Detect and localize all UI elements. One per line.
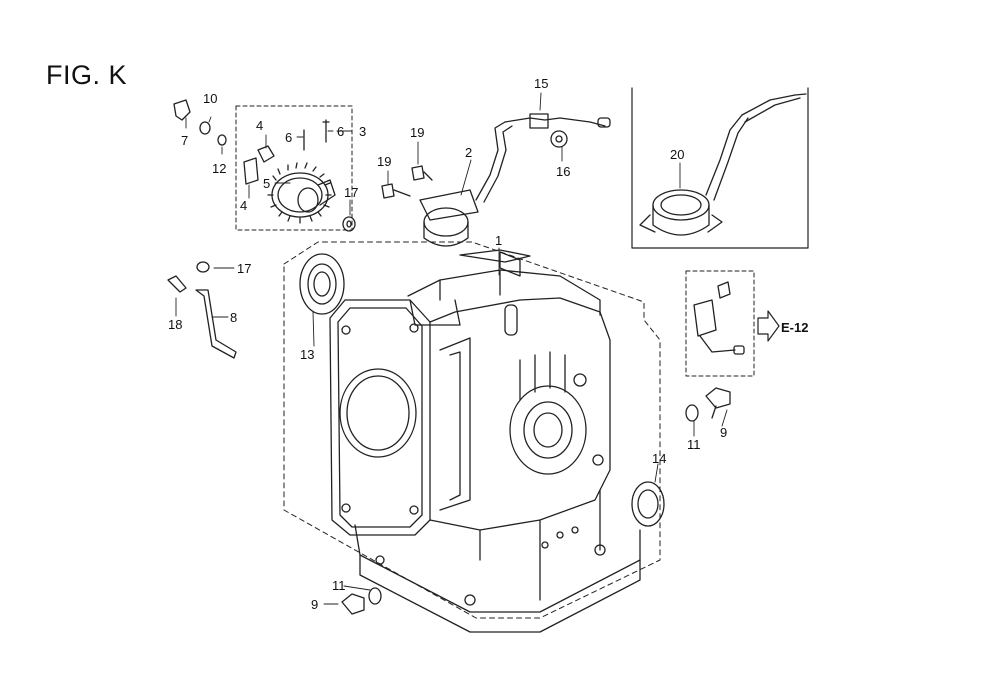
e12-arrow-icon [757,310,780,342]
callout-10: 10 [203,91,218,106]
callout-17-lower: 17 [237,261,252,276]
callout-14: 14 [652,451,667,466]
callout-4-upper: 4 [256,118,264,133]
callout-5: 5 [263,176,271,191]
crankcase-group-outline [283,241,661,619]
oil-level-switch [419,113,611,247]
callout-12: 12 [212,161,227,176]
figure-title: FIG. K [46,60,128,90]
washer-10 [199,121,211,135]
nut-16 [550,130,568,148]
oil-alert-unit [693,281,745,355]
bolt-19-right [411,165,433,181]
pin-right [322,119,330,143]
oil-seal-13 [299,253,345,315]
callout-7: 7 [181,133,189,148]
callout-18: 18 [168,317,183,332]
governor-gear [267,162,336,224]
washer-11-right [685,404,699,422]
callout-15: 15 [534,76,549,91]
alt-oil-switch [639,93,807,236]
washer-17-lower [196,261,210,273]
oil-seal-14 [631,481,665,527]
callout-8: 8 [230,310,238,325]
crankcase-body [329,249,641,633]
drain-bolt-9-right [705,387,731,419]
bolt-19-left [381,183,411,199]
callout-9-lower: 9 [311,597,319,612]
callout-11-right: 11 [687,437,701,452]
drain-bolt-9-lower [341,593,365,615]
oil-alert-group-box [685,270,755,377]
callout-3: 3 [359,124,367,139]
washer-17-upper [342,216,356,232]
governor-weight-upper [257,145,275,163]
callout-20: 20 [670,147,685,162]
callout-6-right: 6 [337,124,345,139]
callout-13: 13 [300,347,315,362]
callout-6-left: 6 [285,130,293,145]
callout-16: 16 [556,164,571,179]
callout-1: 1 [495,233,503,248]
washer-11-lower [368,587,382,605]
washer-12 [217,134,227,146]
callout-2: 2 [465,145,473,160]
callout-19-left: 19 [377,154,392,169]
crossref-e12[interactable]: E-12 [781,320,809,335]
alt-switch-box [631,87,809,249]
plug-7 [173,99,191,121]
callout-4-lower: 4 [240,198,248,213]
governor-weight-lower [243,157,259,185]
callout-9-right: 9 [720,425,728,440]
clip-18 [167,275,187,293]
rod-8 [195,289,237,359]
callout-11-lower: 11 [332,578,346,593]
callout-17-upper: 17 [344,185,359,200]
callout-19-right: 19 [410,125,425,140]
